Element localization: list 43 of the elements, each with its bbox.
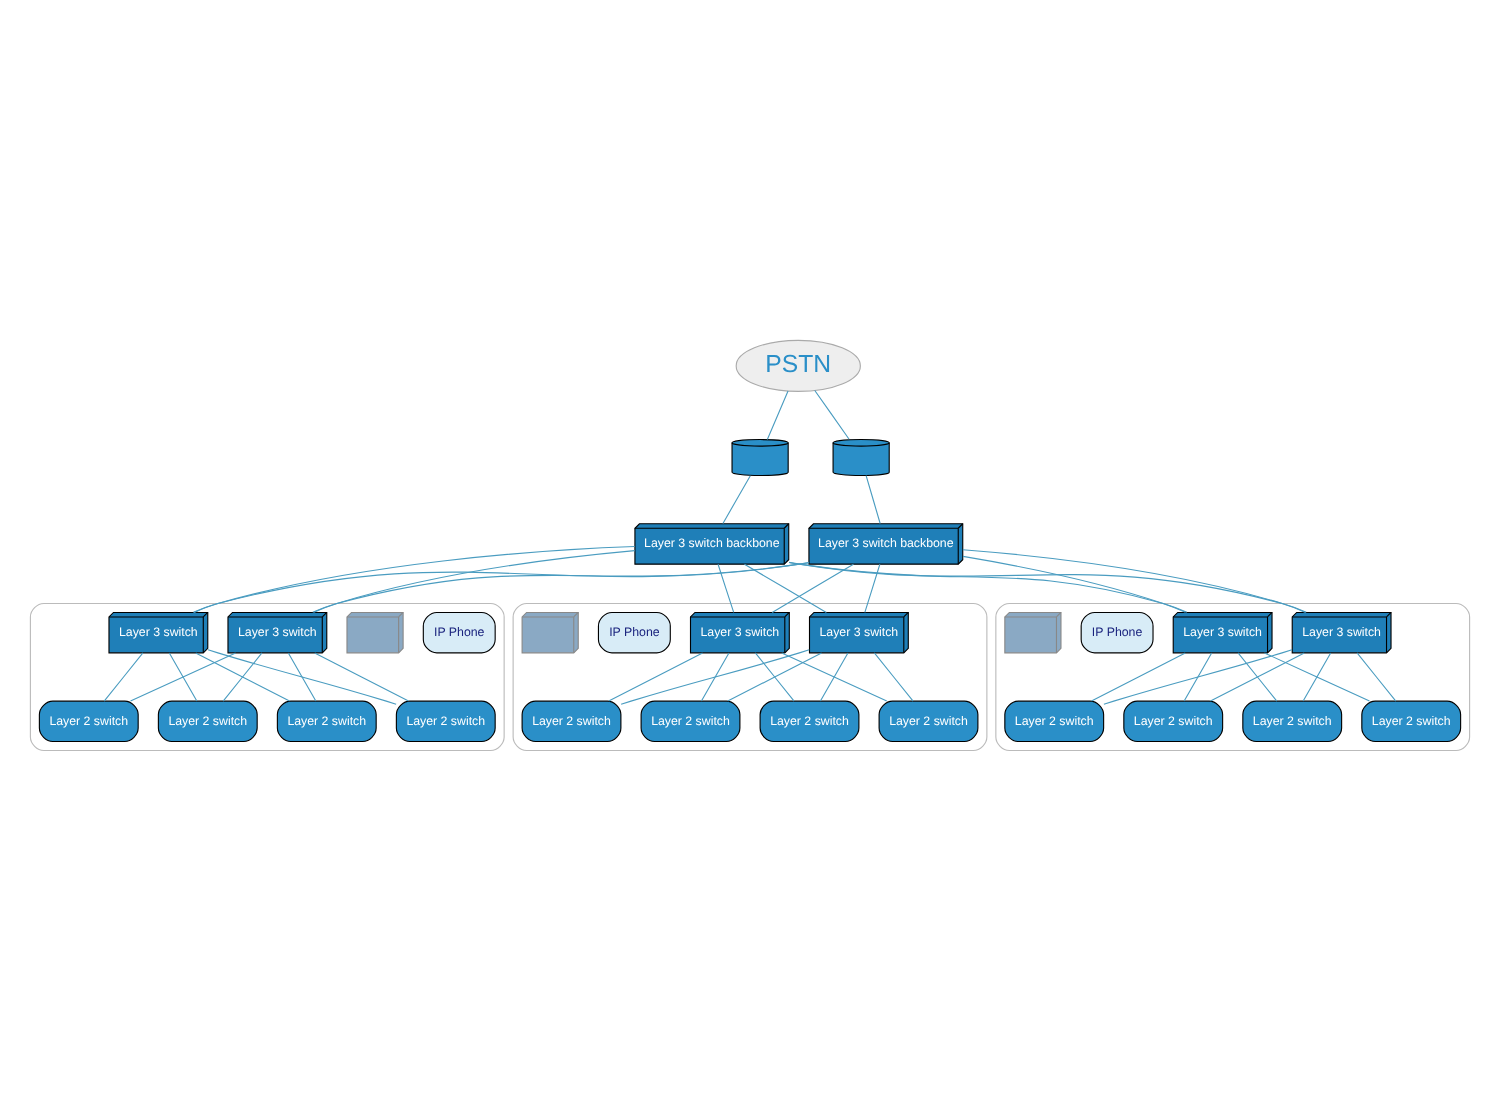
connector (314, 652, 410, 702)
connector (771, 563, 854, 613)
connector (1183, 652, 1213, 702)
connector (781, 652, 888, 702)
connector (168, 652, 198, 702)
connector (608, 652, 704, 702)
connector (814, 389, 850, 440)
cluster (512, 602, 988, 752)
connector (700, 652, 730, 702)
connector (873, 652, 914, 702)
connector (717, 563, 735, 613)
connector (207, 649, 397, 705)
connector (129, 652, 237, 702)
node-ellipse: PSTN (735, 339, 861, 392)
connector (727, 652, 823, 702)
connector (962, 555, 1186, 613)
connector (103, 652, 144, 702)
connector (1263, 652, 1371, 702)
connector (865, 475, 881, 525)
connector (1237, 652, 1278, 702)
connector (766, 390, 789, 440)
connector (819, 652, 849, 702)
connector (743, 563, 827, 613)
connector (193, 546, 636, 613)
connector (1090, 652, 1186, 702)
connector (754, 652, 795, 702)
connector (1302, 652, 1332, 702)
connector (1356, 652, 1397, 702)
connector (1209, 652, 1305, 702)
connector (864, 563, 881, 613)
connector (620, 649, 810, 705)
connector (788, 561, 1307, 613)
connector (722, 475, 751, 525)
cluster (29, 602, 505, 752)
connector (1103, 649, 1293, 705)
connector (222, 652, 263, 702)
connector (313, 550, 636, 613)
connector (287, 652, 317, 702)
connector (195, 652, 291, 702)
cluster (995, 602, 1471, 752)
connector (788, 561, 1188, 613)
connector (192, 562, 810, 613)
connector (962, 549, 1307, 613)
